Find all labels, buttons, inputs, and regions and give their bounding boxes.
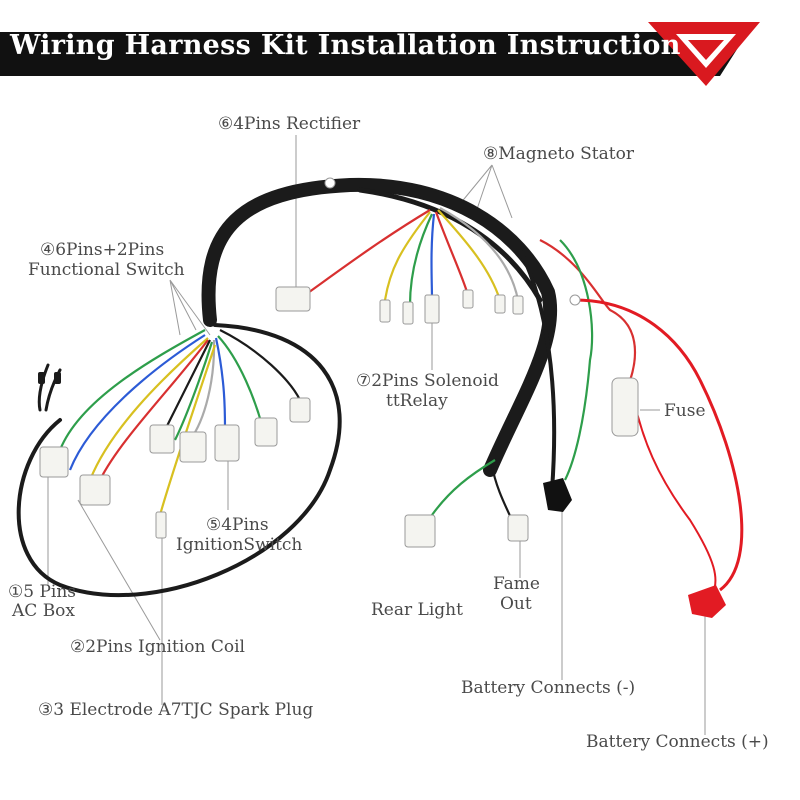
solenoid-connector (424, 294, 440, 324)
switch-connector-3 (254, 417, 278, 447)
banner-background (0, 32, 748, 76)
switch-connector-2 (179, 431, 207, 463)
title-banner (0, 22, 760, 86)
switch-connector-1 (149, 424, 175, 454)
right-wire-bundle (304, 207, 637, 521)
ac-box-terminals (38, 372, 61, 384)
ignition-switch-connector (214, 424, 240, 462)
label-spark-plug: ③3 Electrode A7TJC Spark Plug (38, 700, 314, 720)
label-fuse: Fuse (664, 401, 706, 421)
spark-plug-terminal (155, 511, 167, 539)
rear-light-connector (404, 514, 436, 548)
label-functional-switch: Functional Switch (28, 260, 185, 280)
battery-positive-boot (688, 585, 726, 618)
red-v-logo-icon (648, 22, 760, 86)
label-magneto-stator: ⑧Magneto Stator (483, 144, 634, 164)
label-battery-negative: Battery Connects (-) (461, 678, 636, 698)
switch-connector-4 (289, 397, 311, 423)
ring-terminal (324, 177, 336, 189)
ignition-coil-connector (79, 474, 111, 506)
label-solenoid-relay: ttRelay (386, 391, 448, 411)
label-ac-box: AC Box (12, 601, 76, 621)
battery-negative-boot (543, 478, 572, 512)
label-rear-light: Rear Light (371, 600, 463, 620)
label-ignition-coil: ②2Pins Ignition Coil (70, 637, 245, 657)
fame-out-connector (507, 514, 529, 542)
ac-box-connector (39, 446, 69, 478)
label-fame: Fame (493, 574, 540, 594)
label-ignition-switch: IgnitionSwitch (176, 535, 303, 555)
page-title: Wiring Harness Kit Installation Instruct… (10, 30, 681, 61)
label-solenoid: ⑦2Pins Solenoid (356, 371, 499, 391)
label-ignition-switch-pins: ⑤4Pins (206, 515, 269, 535)
label-functional-switch-pins: ④6Pins+2Pins (40, 240, 165, 260)
label-battery-positive: Battery Connects (+) (586, 732, 769, 752)
connectors (39, 177, 639, 548)
label-ac-box-pins: ①5 Pins (8, 582, 77, 602)
label-out: Out (500, 594, 532, 614)
fuse-holder (611, 377, 639, 437)
label-rectifier: ⑥4Pins Rectifier (218, 114, 361, 134)
leader-lines (47, 135, 706, 735)
rectifier-connector (275, 286, 311, 312)
battery-positive-cable (574, 298, 744, 592)
harness-main (16, 177, 558, 598)
